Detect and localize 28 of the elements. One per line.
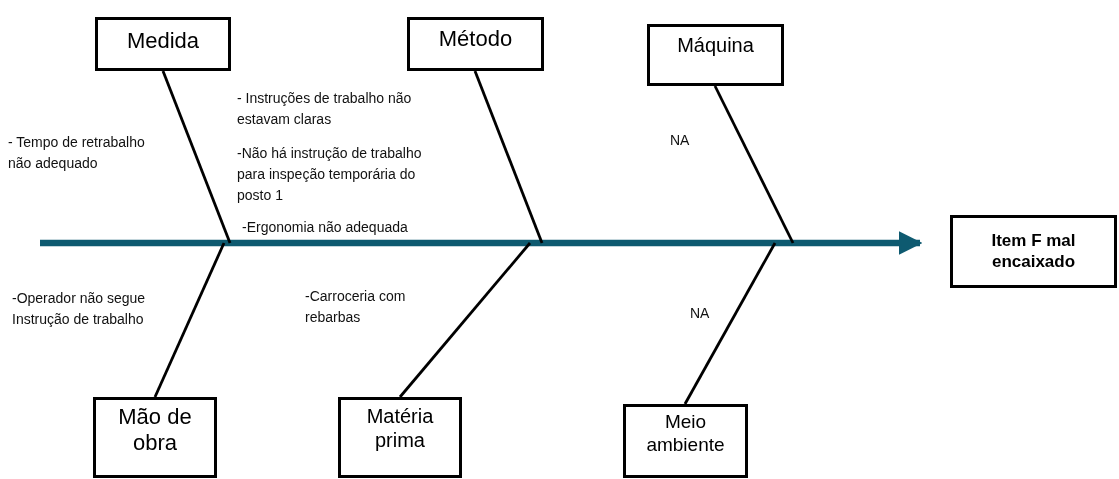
cause-text: NA <box>690 304 711 323</box>
cause-text: - Instruções de trabalho não estavam claras <box>237 89 413 129</box>
category-label: Máquina <box>677 33 754 57</box>
fishbone-line <box>153 242 226 398</box>
category-box <box>95 17 231 71</box>
category-box <box>623 404 748 478</box>
category-box <box>647 24 784 86</box>
category-label: Meio ambiente <box>645 411 726 457</box>
fishbone-line <box>713 85 795 244</box>
fishbone-line <box>683 242 777 405</box>
cause-text: -Ergonomia não adequada <box>242 218 409 237</box>
effect-box <box>950 215 1117 288</box>
category-label: Matéria prima <box>365 404 435 452</box>
cause-text: -Não há instrução de trabalho para inspeção temporária do posto 1 <box>237 144 423 205</box>
category-label: Método <box>438 26 513 53</box>
category-label: Medida <box>126 28 200 55</box>
cause-text: -Operador não segue Instrução de trabalho <box>12 289 147 329</box>
cause-text: - Tempo de retrabalho não adequado <box>8 133 146 173</box>
fishbone-line <box>473 70 544 244</box>
category-label: Mão de obra <box>117 404 193 457</box>
fishbone-line <box>398 242 532 398</box>
category-box <box>93 397 217 478</box>
effect-label: Item F mal encaixado <box>990 231 1077 272</box>
fishbone-line <box>161 70 232 244</box>
category-box <box>338 397 462 478</box>
cause-text: NA <box>670 131 691 150</box>
cause-text: -Carroceria com rebarbas <box>305 287 407 327</box>
category-box <box>407 17 544 71</box>
